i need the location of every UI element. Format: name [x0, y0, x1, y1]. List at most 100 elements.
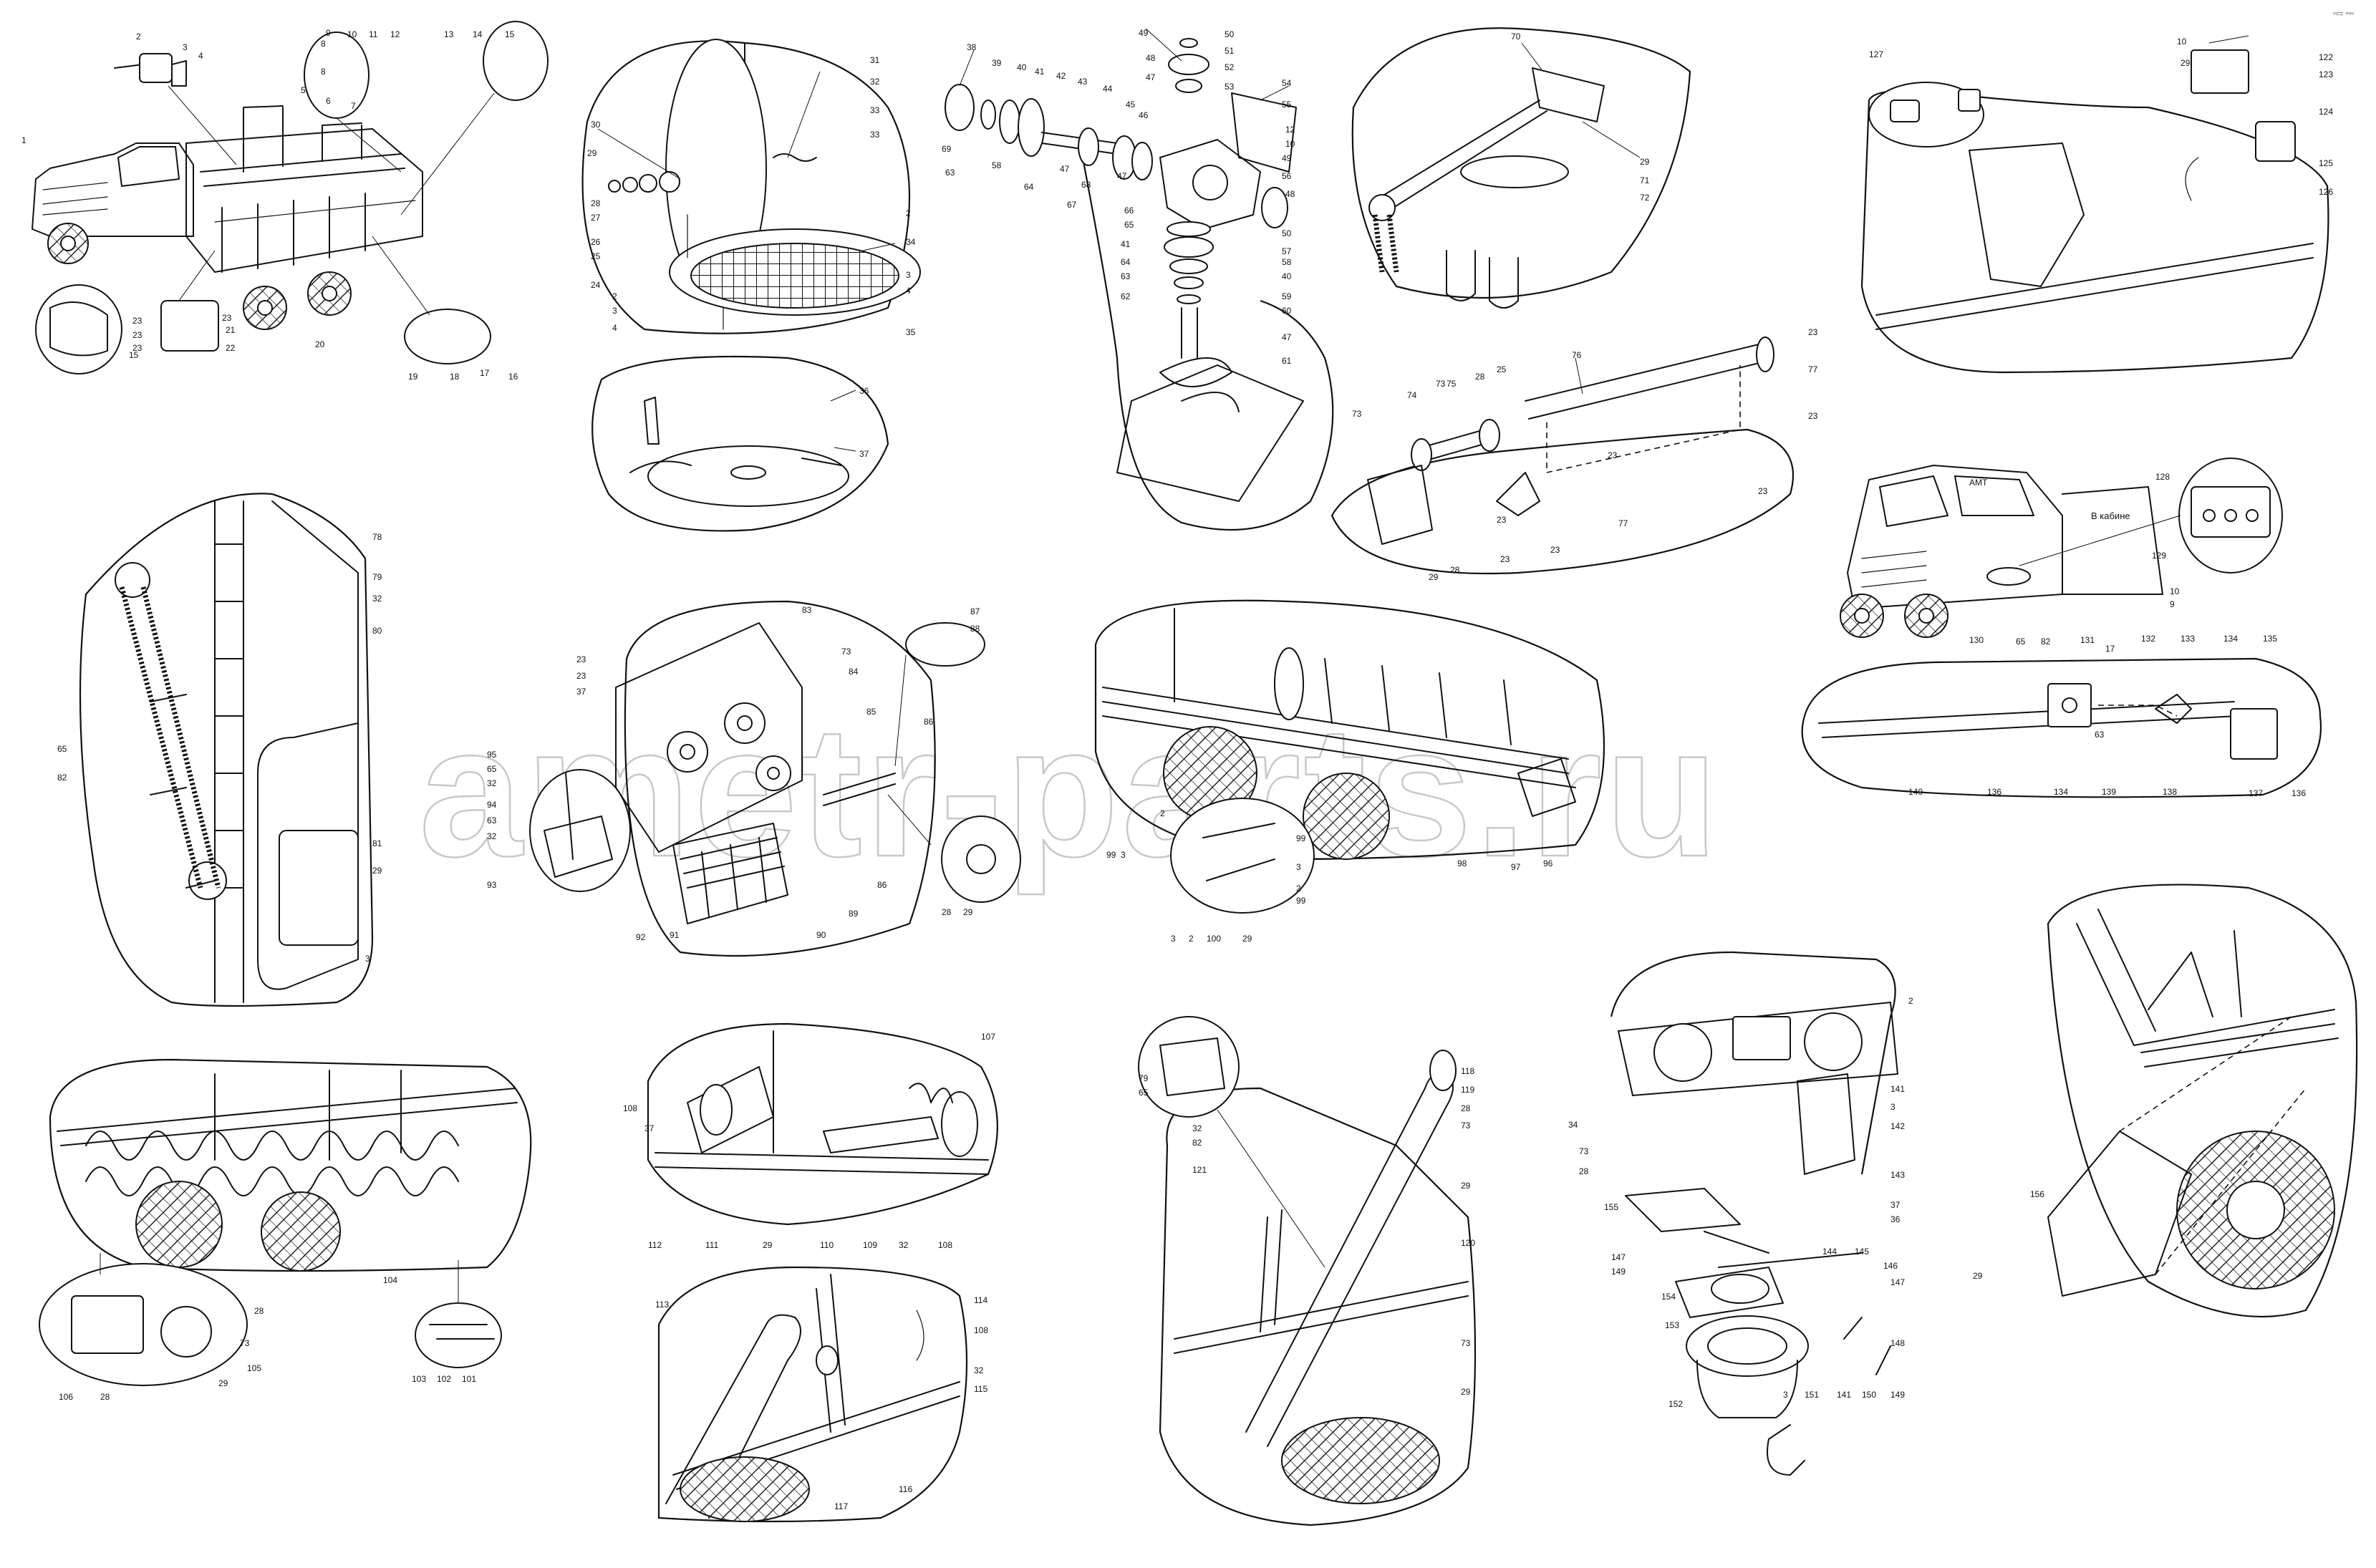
svg-text:108: 108	[623, 1103, 637, 1113]
svg-text:64: 64	[1024, 182, 1034, 192]
svg-text:50: 50	[1225, 29, 1235, 39]
svg-text:127: 127	[1869, 49, 1883, 59]
svg-text:121: 121	[1192, 1165, 1207, 1175]
svg-text:45: 45	[1126, 100, 1136, 110]
svg-text:28: 28	[1450, 565, 1460, 575]
svg-text:13: 13	[444, 29, 454, 39]
svg-text:32: 32	[899, 1240, 909, 1250]
svg-text:152: 152	[1668, 1399, 1683, 1409]
svg-text:25: 25	[1497, 364, 1507, 374]
svg-text:49: 49	[1282, 153, 1292, 163]
plate-text: АМТ	[1969, 478, 1988, 488]
svg-text:66: 66	[1124, 205, 1134, 216]
svg-text:108: 108	[974, 1325, 988, 1335]
svg-text:117: 117	[834, 1501, 848, 1511]
svg-text:3: 3	[1171, 934, 1176, 944]
svg-text:83: 83	[802, 605, 812, 615]
svg-text:50: 50	[1282, 228, 1292, 238]
svg-text:32: 32	[870, 77, 880, 87]
svg-text:17: 17	[2105, 644, 2115, 654]
svg-text:103: 103	[412, 1374, 426, 1384]
svg-text:28: 28	[100, 1392, 110, 1402]
svg-text:43: 43	[1078, 77, 1088, 87]
svg-text:10: 10	[2170, 586, 2180, 596]
svg-text:30: 30	[591, 120, 601, 130]
svg-text:29: 29	[1429, 572, 1439, 582]
svg-text:20: 20	[315, 339, 325, 349]
svg-text:36: 36	[859, 386, 869, 396]
svg-text:65: 65	[1139, 1088, 1149, 1098]
svg-text:108: 108	[938, 1240, 952, 1250]
svg-text:102: 102	[437, 1374, 451, 1384]
svg-text:88: 88	[970, 624, 980, 634]
svg-text:65: 65	[2016, 637, 2026, 647]
svg-text:134: 134	[2054, 787, 2068, 797]
svg-text:98: 98	[1457, 858, 1467, 868]
svg-text:87: 87	[970, 606, 980, 616]
svg-text:32: 32	[487, 831, 497, 841]
svg-text:36: 36	[1890, 1214, 1901, 1224]
svg-text:58: 58	[992, 160, 1002, 170]
svg-text:73: 73	[1352, 409, 1362, 419]
svg-text:96: 96	[1543, 858, 1553, 868]
svg-text:80: 80	[372, 626, 382, 636]
svg-text:14: 14	[473, 29, 483, 39]
svg-text:59: 59	[1282, 291, 1292, 301]
svg-text:23: 23	[132, 316, 143, 326]
svg-text:6: 6	[326, 96, 331, 106]
svg-text:3: 3	[612, 306, 617, 316]
svg-text:74: 74	[1407, 390, 1417, 400]
svg-text:47: 47	[1146, 72, 1156, 82]
svg-text:81: 81	[372, 838, 382, 848]
svg-text:12: 12	[1285, 125, 1295, 135]
svg-text:34: 34	[1568, 1120, 1578, 1130]
svg-text:70: 70	[1511, 32, 1521, 42]
svg-text:2: 2	[906, 208, 911, 218]
svg-text:153: 153	[1665, 1320, 1679, 1330]
svg-text:65: 65	[57, 744, 67, 754]
svg-text:23: 23	[1808, 411, 1818, 421]
svg-text:7: 7	[351, 101, 356, 111]
svg-text:23: 23	[132, 330, 143, 340]
svg-text:82: 82	[1192, 1138, 1202, 1148]
svg-text:48: 48	[1285, 189, 1295, 199]
svg-text:68: 68	[1081, 180, 1091, 190]
svg-text:64: 64	[1121, 257, 1131, 267]
svg-text:135: 135	[2263, 634, 2277, 644]
svg-text:78: 78	[372, 532, 382, 542]
svg-text:23: 23	[222, 313, 232, 323]
svg-text:147: 147	[1890, 1277, 1905, 1287]
watermark-text: ametr-parts.ru	[419, 688, 1721, 896]
svg-text:84: 84	[849, 667, 859, 677]
svg-text:3: 3	[1121, 850, 1126, 860]
svg-text:137: 137	[2249, 788, 2263, 798]
svg-text:134: 134	[2223, 634, 2238, 644]
svg-text:29: 29	[372, 866, 382, 876]
svg-text:118: 118	[1461, 1066, 1474, 1076]
svg-text:150: 150	[1862, 1390, 1876, 1400]
svg-text:65: 65	[1124, 220, 1134, 230]
svg-text:11: 11	[369, 29, 378, 39]
svg-text:57: 57	[1282, 246, 1292, 256]
svg-text:28: 28	[254, 1306, 264, 1316]
svg-text:138: 138	[2163, 787, 2177, 797]
svg-text:72: 72	[1640, 193, 1650, 203]
svg-text:47: 47	[1060, 164, 1070, 174]
svg-text:126: 126	[2319, 187, 2333, 197]
svg-text:33: 33	[870, 105, 880, 115]
svg-text:60: 60	[1282, 306, 1292, 316]
svg-text:76: 76	[1572, 350, 1582, 360]
svg-text:104: 104	[383, 1275, 397, 1285]
svg-text:156: 156	[2030, 1189, 2044, 1199]
svg-text:120: 120	[1461, 1238, 1475, 1248]
svg-text:54: 54	[1282, 78, 1292, 88]
svg-text:32: 32	[487, 778, 497, 788]
svg-text:141: 141	[1837, 1390, 1851, 1400]
svg-text:1: 1	[21, 135, 26, 145]
